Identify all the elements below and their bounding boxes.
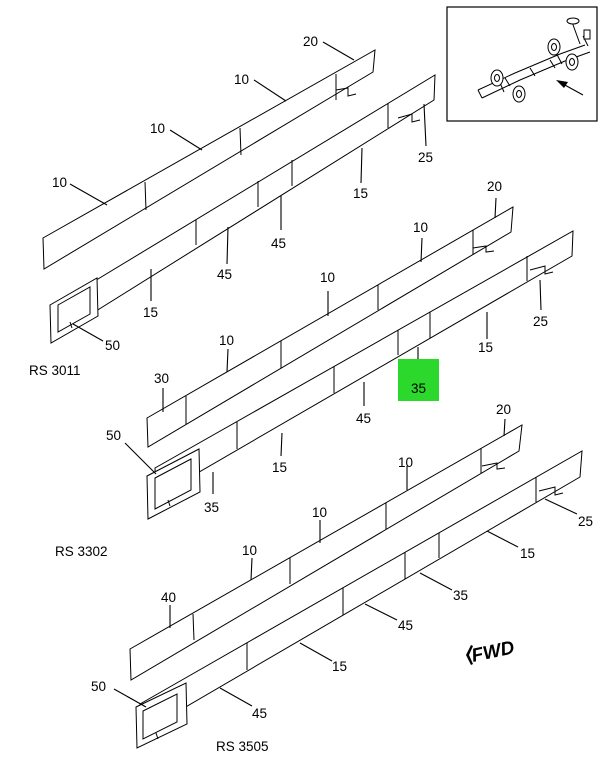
upper-panel-strip (129, 424, 523, 681)
callout-10: 10 (312, 505, 327, 520)
mounting-bracket (146, 448, 201, 520)
forward-arrow-icon (466, 645, 473, 665)
inset-panel (446, 6, 598, 122)
callout-15: 15 (272, 460, 287, 475)
callout-10: 10 (398, 455, 413, 470)
callout-40: 40 (161, 590, 176, 605)
callout-45: 45 (252, 706, 267, 721)
callout-15: 15 (143, 305, 158, 320)
callout-25: 25 (533, 314, 548, 329)
lower-panel-strip (139, 450, 583, 734)
forward-indicator: FWD (466, 637, 517, 667)
upper-panel-strip (42, 49, 376, 270)
callout-50: 50 (106, 428, 121, 443)
highlighted-callout-box[interactable] (398, 359, 439, 401)
callout-15: 15 (520, 546, 535, 561)
group-rs3505: 20 10 10 10 40 25 15 35 45 15 50 45 RS 3… (91, 402, 593, 754)
callout-35: 35 (453, 588, 468, 603)
group-rs3302: 20 10 10 10 30 25 35 45 50 15 35 15 RS 3… (55, 179, 574, 559)
model-label: RS 3011 (29, 363, 81, 378)
callout-50: 50 (105, 338, 120, 353)
callout-15: 15 (353, 186, 368, 201)
model-label: RS 3505 (216, 739, 269, 754)
model-label: RS 3302 (55, 544, 108, 559)
callout-20: 20 (303, 34, 318, 49)
callout-25: 25 (418, 150, 433, 165)
mounting-bracket (49, 277, 99, 344)
truck-chassis-icon (477, 17, 591, 103)
callout-45: 45 (398, 618, 413, 633)
callout-45: 45 (356, 411, 371, 426)
callout-20: 20 (496, 402, 511, 417)
callout-15: 15 (332, 659, 347, 674)
callout-10: 10 (150, 121, 165, 136)
callout-45: 45 (217, 267, 232, 282)
callout-10: 10 (52, 175, 67, 190)
fwd-label: FWD (470, 637, 517, 667)
highlighted-callout-35[interactable]: 35 (411, 381, 426, 396)
callout-10: 10 (320, 270, 335, 285)
group-rs3011: 20 10 10 10 25 15 45 45 15 50 RS 3011 (29, 34, 436, 378)
callout-45: 45 (271, 236, 286, 251)
upper-panel-strip (146, 206, 514, 448)
callout-25: 25 (578, 514, 593, 529)
callout-30: 30 (154, 371, 169, 386)
callout-10: 10 (234, 72, 249, 87)
view-direction-arrow-icon (556, 80, 584, 96)
callout-15: 15 (478, 340, 493, 355)
mounting-bracket (135, 682, 188, 749)
callout-10: 10 (219, 333, 234, 348)
callout-10: 10 (413, 220, 428, 235)
callout-10: 10 (242, 543, 257, 558)
callout-35: 35 (204, 500, 219, 515)
callout-50: 50 (91, 679, 106, 694)
callout-20: 20 (487, 179, 502, 194)
